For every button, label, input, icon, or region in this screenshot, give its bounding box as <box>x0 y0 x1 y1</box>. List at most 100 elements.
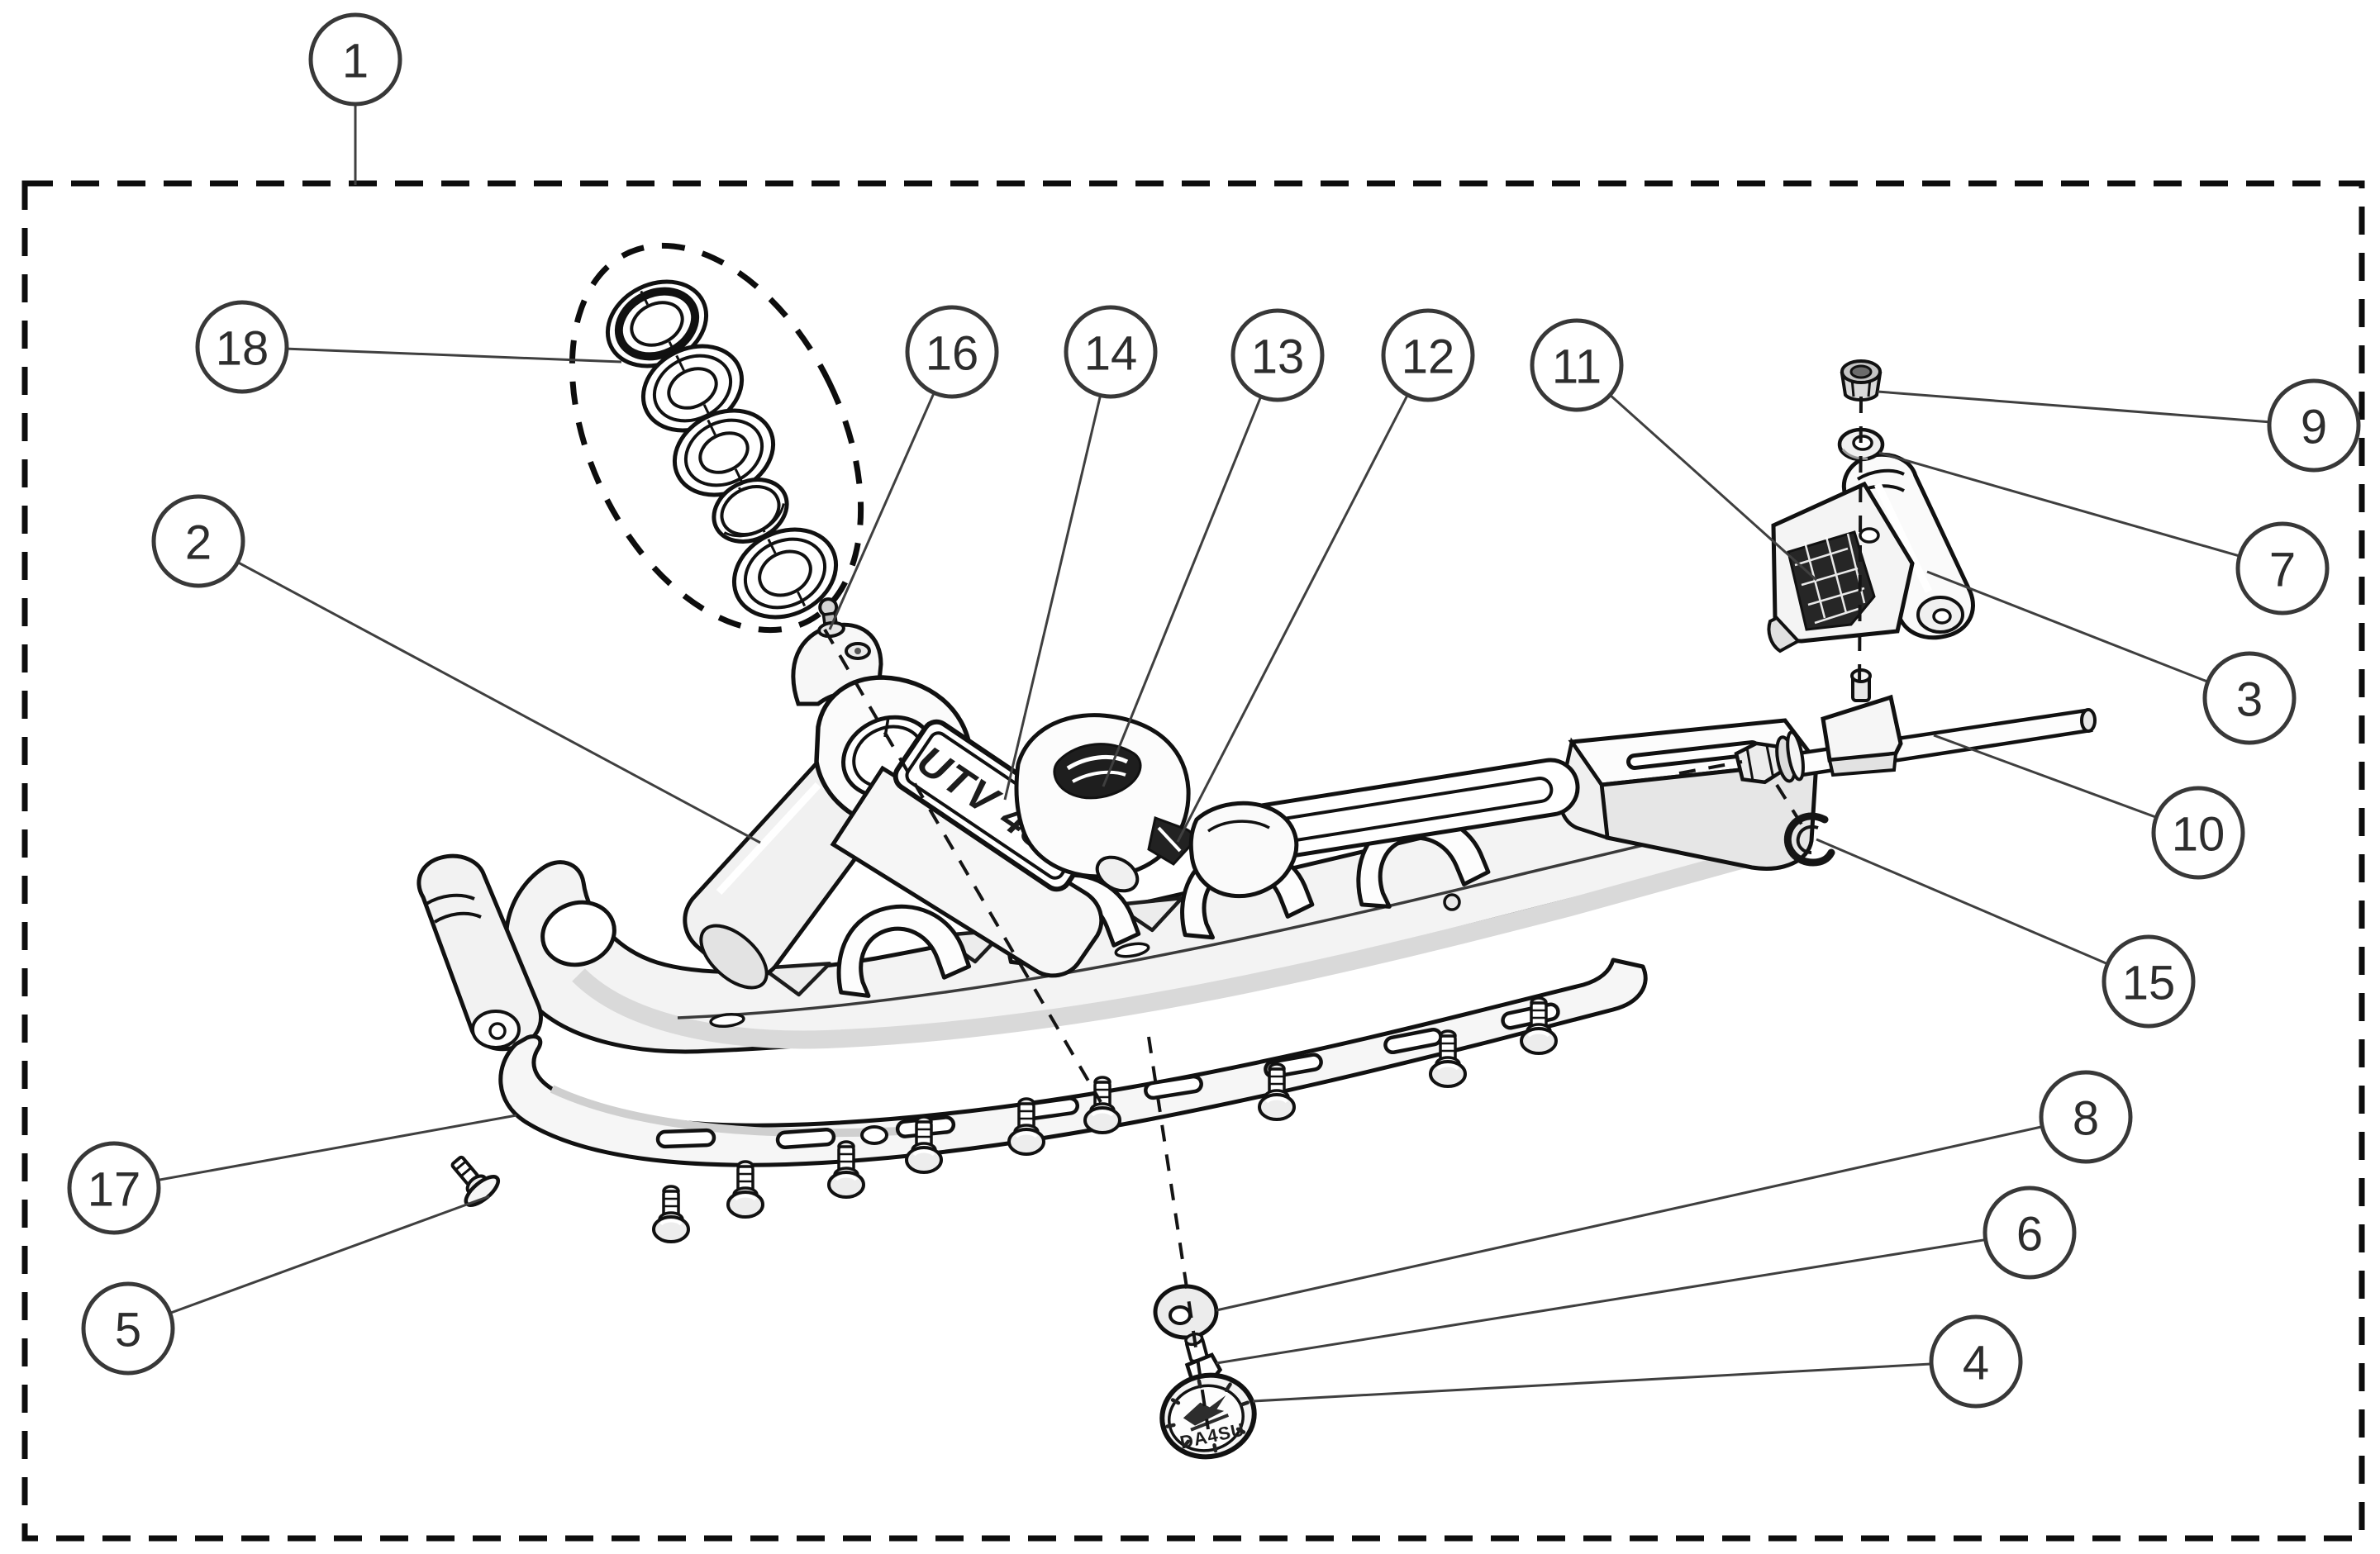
mount-bracket <box>1767 481 1915 653</box>
callout-13: 13 <box>1230 308 1325 402</box>
runner-slot <box>1144 1074 1203 1100</box>
callout-number-8: 8 <box>2073 1092 2099 1146</box>
callout-number-11: 11 <box>1552 340 1602 394</box>
callout-18: 18 <box>195 300 289 394</box>
callout-17: 17 <box>67 1141 161 1235</box>
alignment-dashed-line <box>1147 1036 1210 1430</box>
callout-number-5: 5 <box>115 1304 141 1357</box>
leader-line-8 <box>1216 1115 2087 1312</box>
saddle-bracket <box>1188 801 1299 899</box>
runner-hole <box>860 1125 888 1145</box>
ski-body <box>504 718 1821 1054</box>
callout-6: 6 <box>1983 1186 2077 1280</box>
bolt-head <box>1734 730 1805 785</box>
deck-slot <box>709 1012 745 1029</box>
deck-slot <box>1114 942 1150 958</box>
nose-bumper-cylinder <box>416 853 543 1052</box>
runner-screw <box>1258 1062 1296 1121</box>
kit-boundary-box <box>21 180 2365 1542</box>
callout-number-1: 1 <box>342 35 369 88</box>
leader-line-10 <box>1933 734 2199 834</box>
runner-screw <box>726 1160 764 1219</box>
deck-pin <box>1443 893 1461 911</box>
callout-15: 15 <box>2102 934 2196 1029</box>
bearing-ring-seal <box>605 279 709 368</box>
callout-9: 9 <box>2267 378 2361 473</box>
callout-14: 14 <box>1064 305 1158 399</box>
callout-number-7: 7 <box>2269 544 2296 597</box>
bearing-ring-bearing <box>672 408 776 497</box>
spindle-leg: UTV 4S1 <box>683 622 1104 990</box>
callout-number-14: 14 <box>1084 327 1138 381</box>
callout-12: 12 <box>1381 308 1475 402</box>
arch-clamp <box>836 904 972 998</box>
callout-number-13: 13 <box>1251 330 1305 384</box>
leader-line-14 <box>1003 351 1112 801</box>
leader-line-2 <box>198 539 761 844</box>
callout-2: 2 <box>151 494 245 588</box>
callout-number-18: 18 <box>216 322 269 376</box>
callout-number-16: 16 <box>926 327 979 381</box>
bearing-ring-bearing <box>731 527 839 620</box>
callout-7: 7 <box>2235 521 2330 615</box>
leader-line-18 <box>241 345 622 364</box>
callout-number-15: 15 <box>2122 957 2176 1010</box>
callout-3: 3 <box>2202 651 2297 745</box>
leader-line-3 <box>1926 570 2250 700</box>
leader-line-6 <box>1216 1231 2030 1365</box>
large-washer <box>1153 1284 1219 1340</box>
alignment-dashed-line <box>823 628 1102 1104</box>
cap-emblem-graphic <box>1183 1395 1226 1426</box>
rubber-damper <box>1014 713 1191 893</box>
snap-ring <box>1783 812 1835 867</box>
ski-deck-shading <box>572 850 1746 1049</box>
callout-number-10: 10 <box>2172 808 2225 862</box>
runner-screw <box>1007 1097 1045 1156</box>
runner-screw <box>1520 996 1558 1055</box>
callout-4: 4 <box>1929 1314 2023 1409</box>
leader-line-5 <box>127 1195 490 1330</box>
runner-screws <box>652 996 1558 1243</box>
logo-cap: DA4SU <box>1159 1372 1257 1460</box>
callout-1: 1 <box>308 12 402 107</box>
callout-number-2: 2 <box>185 516 212 570</box>
leader-line-13 <box>1102 354 1279 787</box>
deck-triangle-vent <box>760 962 832 997</box>
rear-mount-box <box>1558 718 1821 871</box>
alignment-dashed-line <box>1678 760 1743 775</box>
callout-8: 8 <box>2039 1070 2133 1164</box>
runner-screw <box>652 1185 690 1243</box>
callout-16: 16 <box>905 305 999 399</box>
lock-nut <box>1840 359 1883 402</box>
alignment-dashed-line <box>1858 396 1863 693</box>
callout-10: 10 <box>2151 786 2245 880</box>
callout-number-6: 6 <box>2016 1208 2043 1262</box>
bearing-kit-dashed-ellipse <box>569 242 864 634</box>
ski-nose-loop-hole <box>540 900 616 967</box>
leader-line-15 <box>1816 838 2149 983</box>
runner-slot <box>775 1128 836 1149</box>
callout-number-9: 9 <box>2301 401 2327 454</box>
leader-line-12 <box>1176 354 1430 843</box>
flange-screw-5 <box>450 1155 501 1208</box>
callout-5: 5 <box>81 1281 175 1376</box>
leader-line-11 <box>1575 364 1818 582</box>
leader-line-7 <box>1878 451 2283 570</box>
leader-line-16 <box>828 351 954 630</box>
bearing-kit <box>569 242 864 634</box>
runner-slot <box>655 1128 716 1149</box>
leader-line-4 <box>1252 1360 1977 1403</box>
axle-plate <box>1821 694 1903 763</box>
alignment-dashed-lines <box>823 396 1863 1430</box>
leader-line-9 <box>1877 390 2315 427</box>
runner-screw <box>905 1115 943 1174</box>
axle-bolt <box>1734 668 2097 785</box>
ski-keel-line <box>677 829 1703 1019</box>
callout-number-4: 4 <box>1963 1337 1989 1390</box>
leader-line-17 <box>113 1114 517 1190</box>
callout-number-17: 17 <box>88 1163 141 1217</box>
alignment-dashed-line <box>1775 783 1806 831</box>
runner-screw <box>1083 1076 1121 1134</box>
callout-number-12: 12 <box>1402 330 1455 384</box>
runner-screw <box>1429 1029 1467 1088</box>
